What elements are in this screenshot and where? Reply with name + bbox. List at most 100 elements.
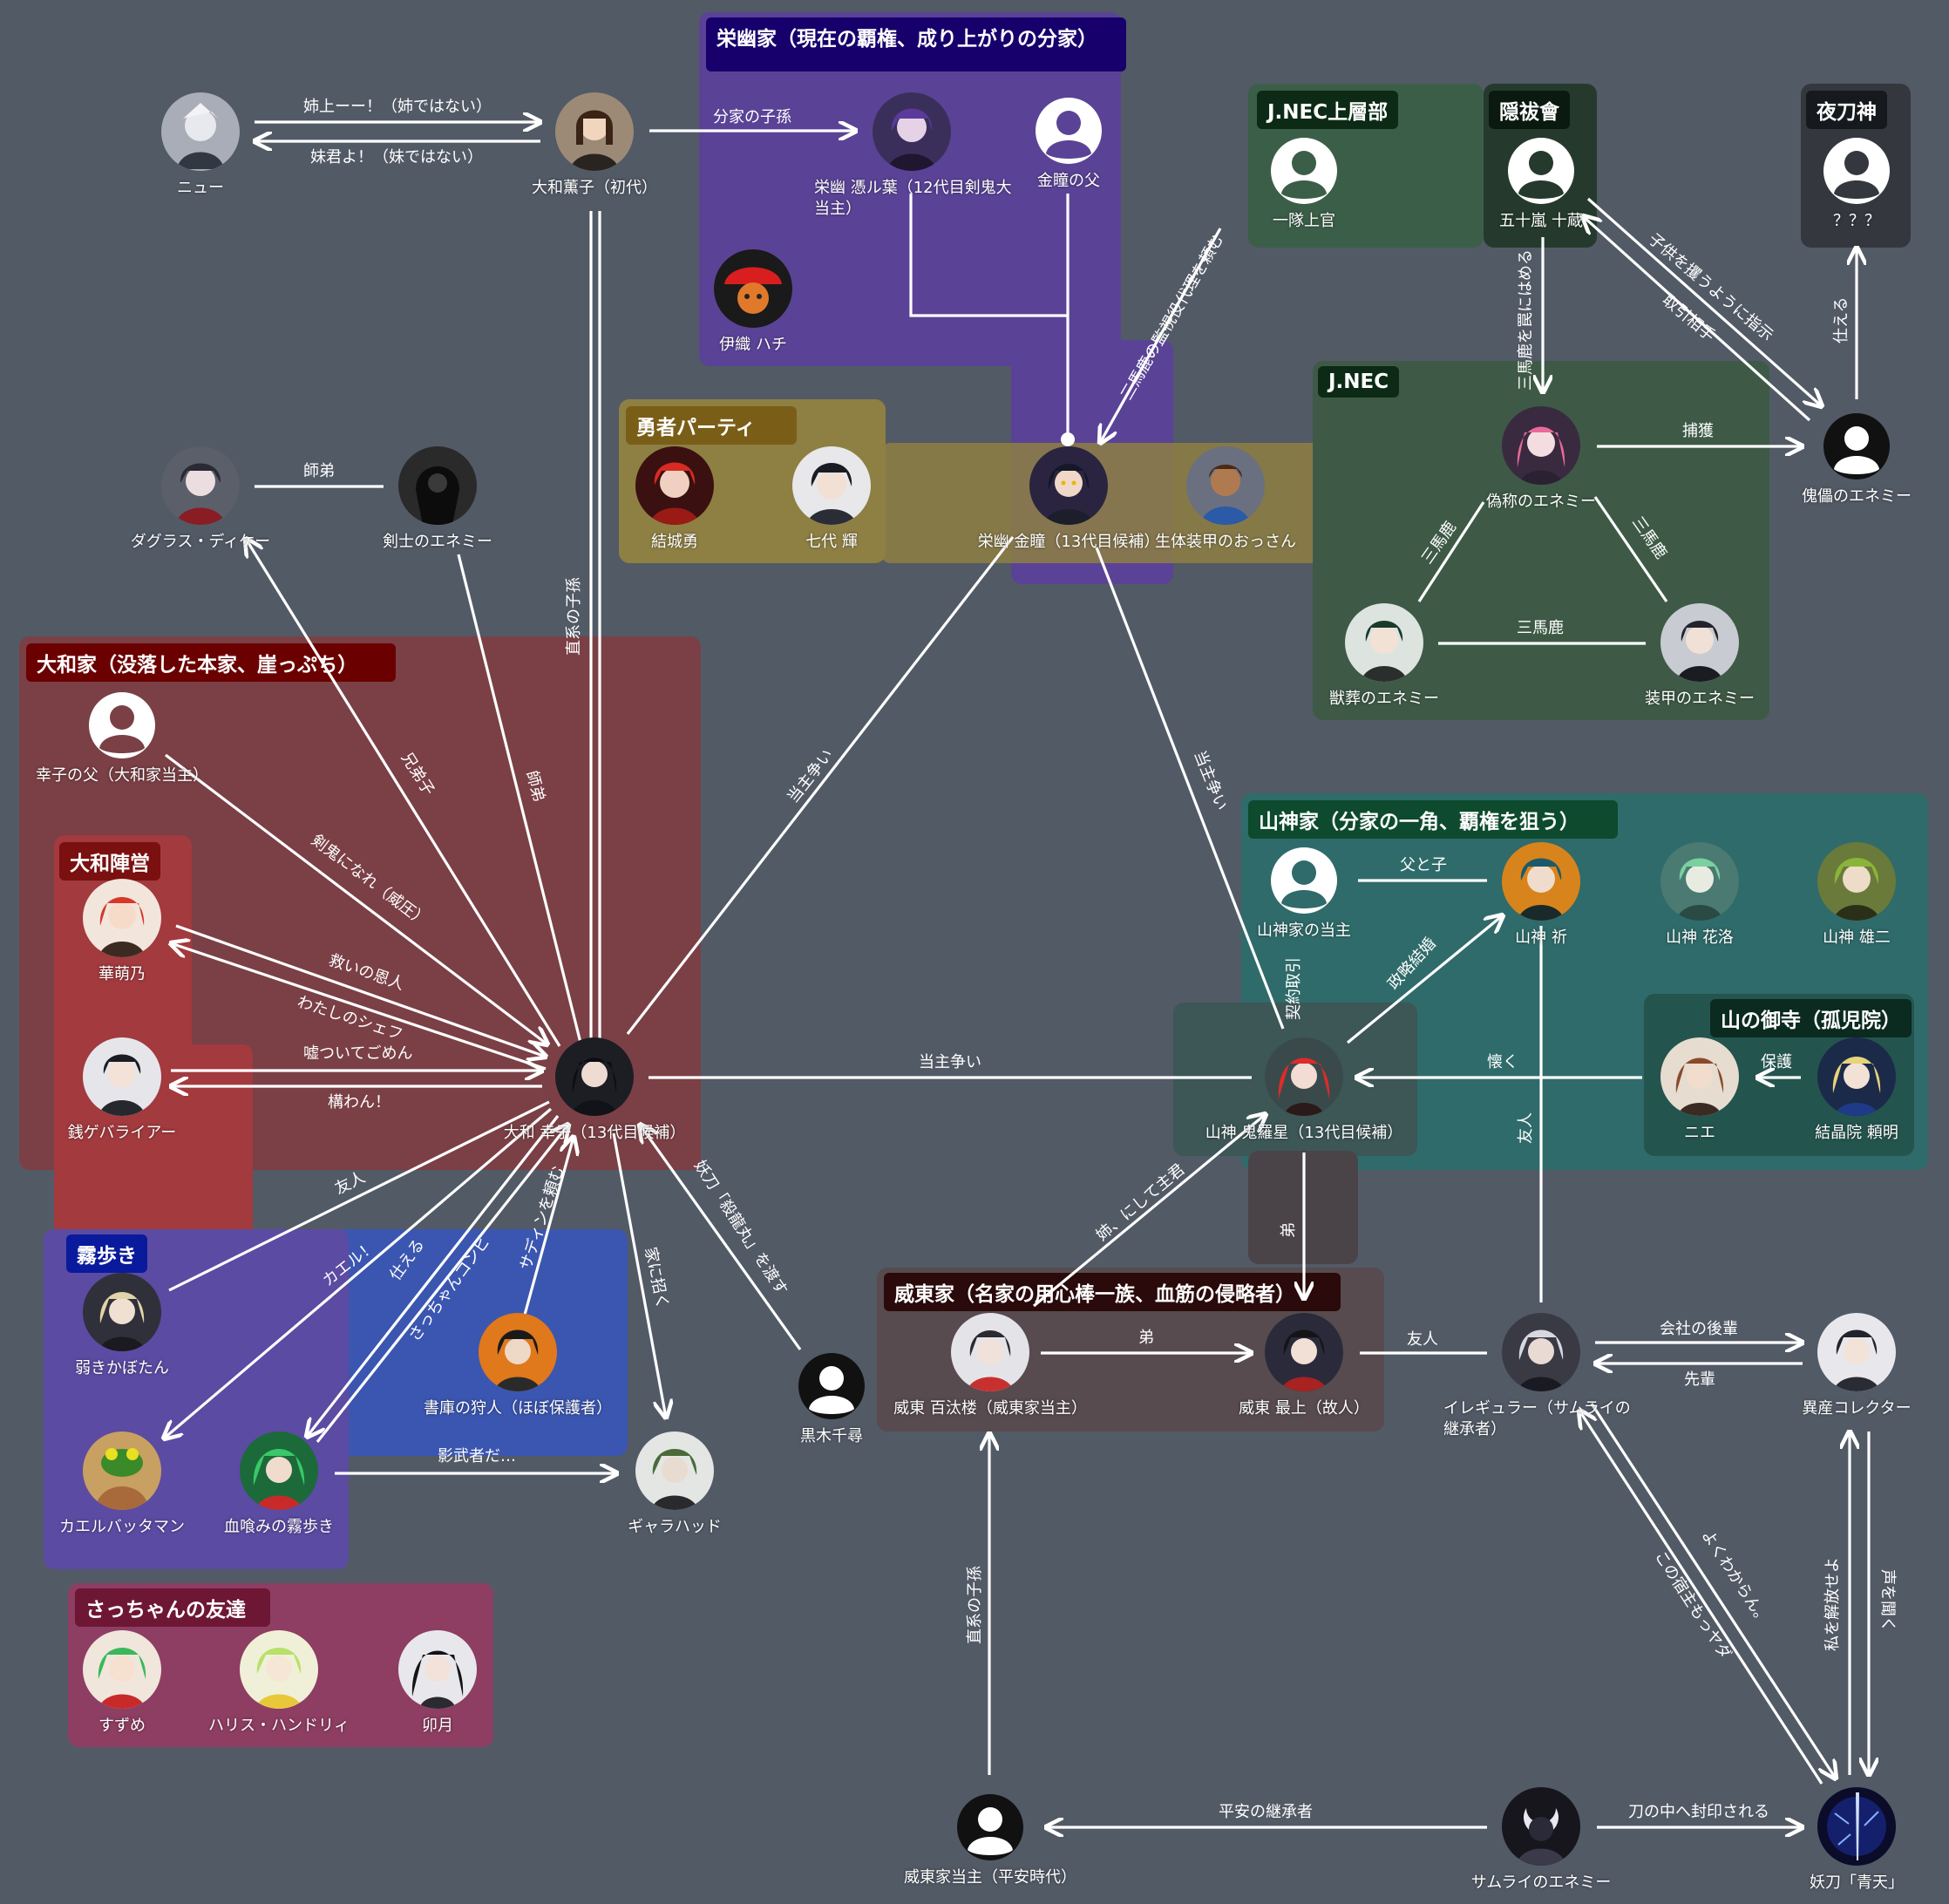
node-sachiko-father[interactable]: 幸子の父（大和家当主） — [17, 692, 227, 786]
edge-label: 保護 — [1761, 1053, 1792, 1071]
node-itou-heian[interactable]: 威東家当主（平安時代） — [886, 1794, 1095, 1888]
node-raimei[interactable]: 結晶院 頼明 — [1752, 1037, 1949, 1144]
node-zenige[interactable]: 銭ゲバライアー — [17, 1037, 227, 1144]
edge-label: 師弟 — [522, 769, 548, 804]
avatar — [240, 1431, 318, 1510]
edge-label: 仕える — [1832, 297, 1851, 343]
avatar — [1508, 138, 1574, 204]
node-kindou-father[interactable]: 金瞳の父 — [964, 92, 1173, 192]
avatar — [555, 92, 634, 171]
group-title-itou: 威東家（名家の用心棒一族、血筋の侵略者） — [884, 1273, 1341, 1311]
node-soukou[interactable]: 装甲のエネミー — [1595, 603, 1804, 710]
node-label: ダグラス・ディケー — [130, 533, 271, 551]
group-title-inkai: 隠祓會 — [1489, 91, 1570, 129]
edge-label: 声を聞く — [1878, 1569, 1897, 1632]
node-juusou[interactable]: 獣葬のエネミー — [1280, 603, 1489, 710]
node-kairai[interactable]: 傀儡のエネミー — [1752, 413, 1949, 507]
node-nanadai[interactable]: 七代 輝 — [727, 446, 936, 553]
node-label: 装甲のエネミー — [1645, 690, 1755, 708]
node-suzume[interactable]: すずめ — [17, 1630, 227, 1737]
edge-ittai-kindou — [1100, 228, 1222, 443]
node-kahouno[interactable]: 華萌乃 — [17, 879, 227, 985]
node-label: 山神家の当主 — [1257, 921, 1351, 940]
edge-kairai-isoarashi — [1583, 216, 1811, 422]
node-kiraboshi[interactable]: 山神 鬼羅星（13代目候補） — [1199, 1037, 1409, 1144]
node-mogami[interactable]: 威東 最上（故人） — [1199, 1313, 1409, 1419]
node-label: 五十嵐 十蔵 — [1499, 212, 1583, 230]
edge-sachiko-yowaki — [168, 1100, 550, 1292]
node-kenshi[interactable]: 剣士のエネミー — [333, 446, 542, 553]
node-kaoruko[interactable]: 大和薫子（初代） — [490, 92, 699, 199]
edge-label: 平安の継承者 — [1219, 1803, 1313, 1821]
node-seiten[interactable]: 妖刀「青天」 — [1752, 1787, 1949, 1894]
edge-label: 嘘ついてごめん — [303, 1044, 412, 1063]
edge-kindou-kiraboshi — [1095, 547, 1285, 1030]
node-hyakutaro[interactable]: 威東 百汰楼（威東家当主） — [886, 1313, 1095, 1419]
node-karaku[interactable]: 山神 花洛 — [1595, 842, 1804, 949]
group-title-jinei: 大和陣営 — [59, 842, 160, 881]
node-shoko[interactable]: 書庫の狩人（ほぼ保護者） — [413, 1313, 622, 1419]
node-yuuji[interactable]: 山神 雄二 — [1752, 842, 1949, 949]
edge-label: 剣鬼になれ（威圧） — [308, 831, 431, 930]
node-ossan[interactable]: 生体装甲のおっさん — [1121, 446, 1330, 553]
node-kaeru[interactable]: カエルバッタマン — [17, 1431, 227, 1538]
avatar — [873, 92, 951, 171]
edge-sachiko-gyarahad — [612, 1132, 666, 1418]
node-sachiko[interactable]: 大和 幸子（13代目候補） — [490, 1037, 699, 1144]
node-label: 金瞳の父 — [1037, 172, 1100, 190]
node-label: 大和 幸子（13代目候補） — [503, 1124, 686, 1142]
node-kuroki[interactable]: 黒木千尋 — [727, 1353, 936, 1447]
node-label: 妖刀「青天」 — [1810, 1873, 1904, 1892]
node-samurai[interactable]: サムライのエネミー — [1436, 1787, 1646, 1894]
node-douglas[interactable]: ダグラス・ディケー — [96, 446, 305, 553]
node-iori[interactable]: 伊織 ハチ — [649, 249, 858, 356]
edge-label: 先輩 — [1684, 1370, 1715, 1389]
avatar — [89, 692, 155, 758]
node-label: ギャラハッド — [628, 1518, 722, 1536]
node-label: 山神 花洛 — [1666, 928, 1734, 947]
node-isan[interactable]: 異産コレクター — [1752, 1313, 1949, 1419]
node-inori[interactable]: 山神 祈 — [1436, 842, 1646, 949]
group-title-jnec: J.NEC — [1318, 366, 1400, 398]
node-label: 生体装甲のおっさん — [1155, 533, 1296, 551]
group-title-jnec-top: J.NEC上層部 — [1257, 91, 1399, 129]
node-gishou[interactable]: 偽称のエネミー — [1436, 406, 1646, 513]
node-isoarashi[interactable]: 五十嵐 十蔵 — [1436, 138, 1646, 232]
avatar — [635, 446, 714, 525]
avatar — [1817, 1313, 1896, 1391]
edge-label: 三馬鹿 — [1517, 619, 1564, 637]
node-harris[interactable]: ハリス・ハンドリィ — [174, 1630, 384, 1737]
node-uzuki[interactable]: 卯月 — [333, 1630, 542, 1737]
edge-sachiko-kahouno — [171, 943, 547, 1071]
node-irregular[interactable]: イレギュラー（サムライの継承者） — [1436, 1313, 1646, 1441]
node-nie[interactable]: ニエ — [1595, 1037, 1804, 1144]
avatar — [1271, 847, 1337, 914]
node-yuki-yuu[interactable]: 結城勇 — [570, 446, 779, 553]
edge-hyakutaro-kiraboshi — [1032, 1114, 1266, 1308]
edge-irregular-seiten — [1590, 1403, 1836, 1778]
edge-label: 三馬鹿 — [1418, 519, 1460, 568]
node-ittai[interactable]: 一隊上官 — [1199, 138, 1409, 232]
node-yamagami-head[interactable]: 山神家の当主 — [1199, 847, 1409, 942]
node-new[interactable]: ニュー — [96, 92, 305, 199]
node-gyarahad[interactable]: ギャラハッド — [570, 1431, 779, 1538]
node-hyoruha[interactable]: 栄幽 憑ル葉（12代目剣鬼大当主） — [807, 92, 1016, 221]
node-label: 傀儡のエネミー — [1802, 487, 1912, 506]
edge-sachiko-kaeru — [164, 1107, 553, 1438]
avatar — [1029, 446, 1108, 525]
edge-hyoruha-kindou — [909, 194, 1068, 317]
avatar — [1345, 603, 1423, 682]
edge-label: 師弟 — [303, 462, 335, 480]
group-title-eiyu: 栄幽家（現在の覇権、成り上がりの分家） — [706, 17, 1126, 71]
node-yowaki[interactable]: 弱きかぼたん — [17, 1273, 227, 1379]
node-kindou[interactable]: 栄幽 金瞳（13代目候補） — [964, 446, 1173, 553]
avatar — [479, 1313, 557, 1391]
edge-kahouno-sachiko — [175, 924, 546, 1057]
node-chikurai[interactable]: 血喰みの霧歩き — [174, 1431, 384, 1538]
node-unknown[interactable]: ？？？ — [1752, 138, 1949, 232]
node-label: ハリス・ハンドリィ — [208, 1717, 350, 1735]
edge-label: 友人 — [1517, 1112, 1535, 1144]
edge-label: 姉上ーー！（姉ではない） — [303, 98, 492, 116]
node-label: 一隊上官 — [1273, 212, 1335, 230]
node-label: すずめ — [98, 1717, 146, 1735]
